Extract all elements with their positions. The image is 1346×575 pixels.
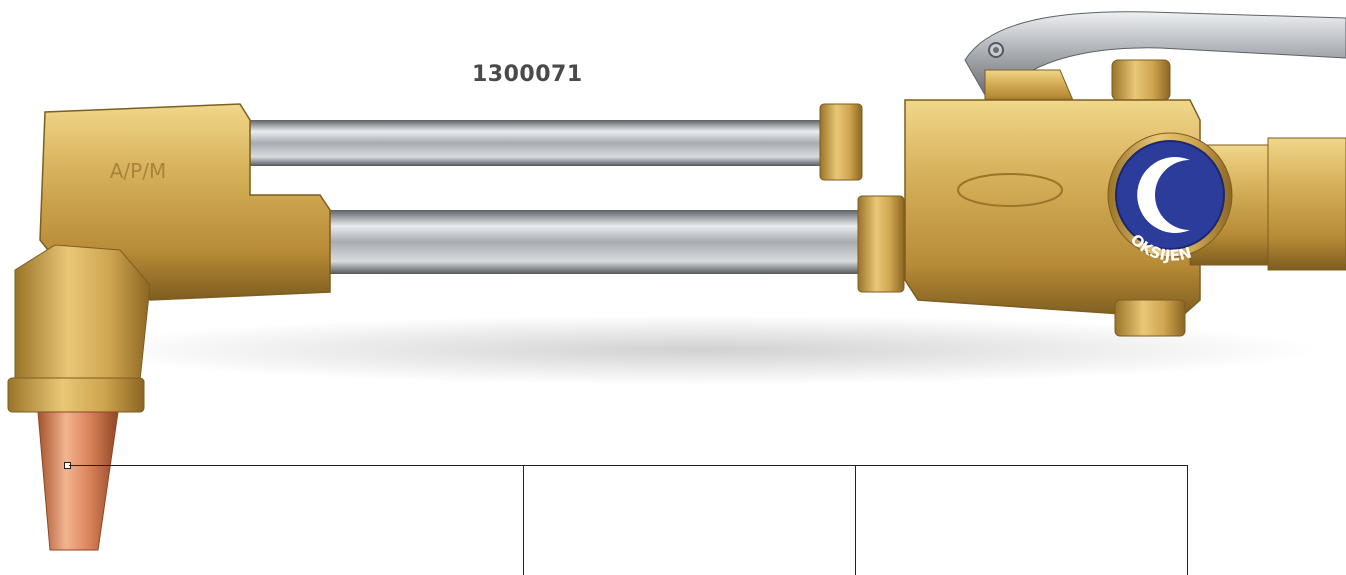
oxygen-valve-knob: . [1107, 132, 1233, 258]
part-number-label: 1300071 [472, 62, 583, 87]
upper-tube [240, 120, 840, 166]
copper-nozzle [37, 411, 119, 551]
table-column-divider [523, 466, 524, 575]
lower-tube [320, 210, 880, 274]
callout-table [69, 465, 1188, 575]
lever-handle [964, 11, 1346, 96]
table-column-divider [855, 466, 856, 575]
head-marking-text: A/P/M [110, 159, 166, 183]
